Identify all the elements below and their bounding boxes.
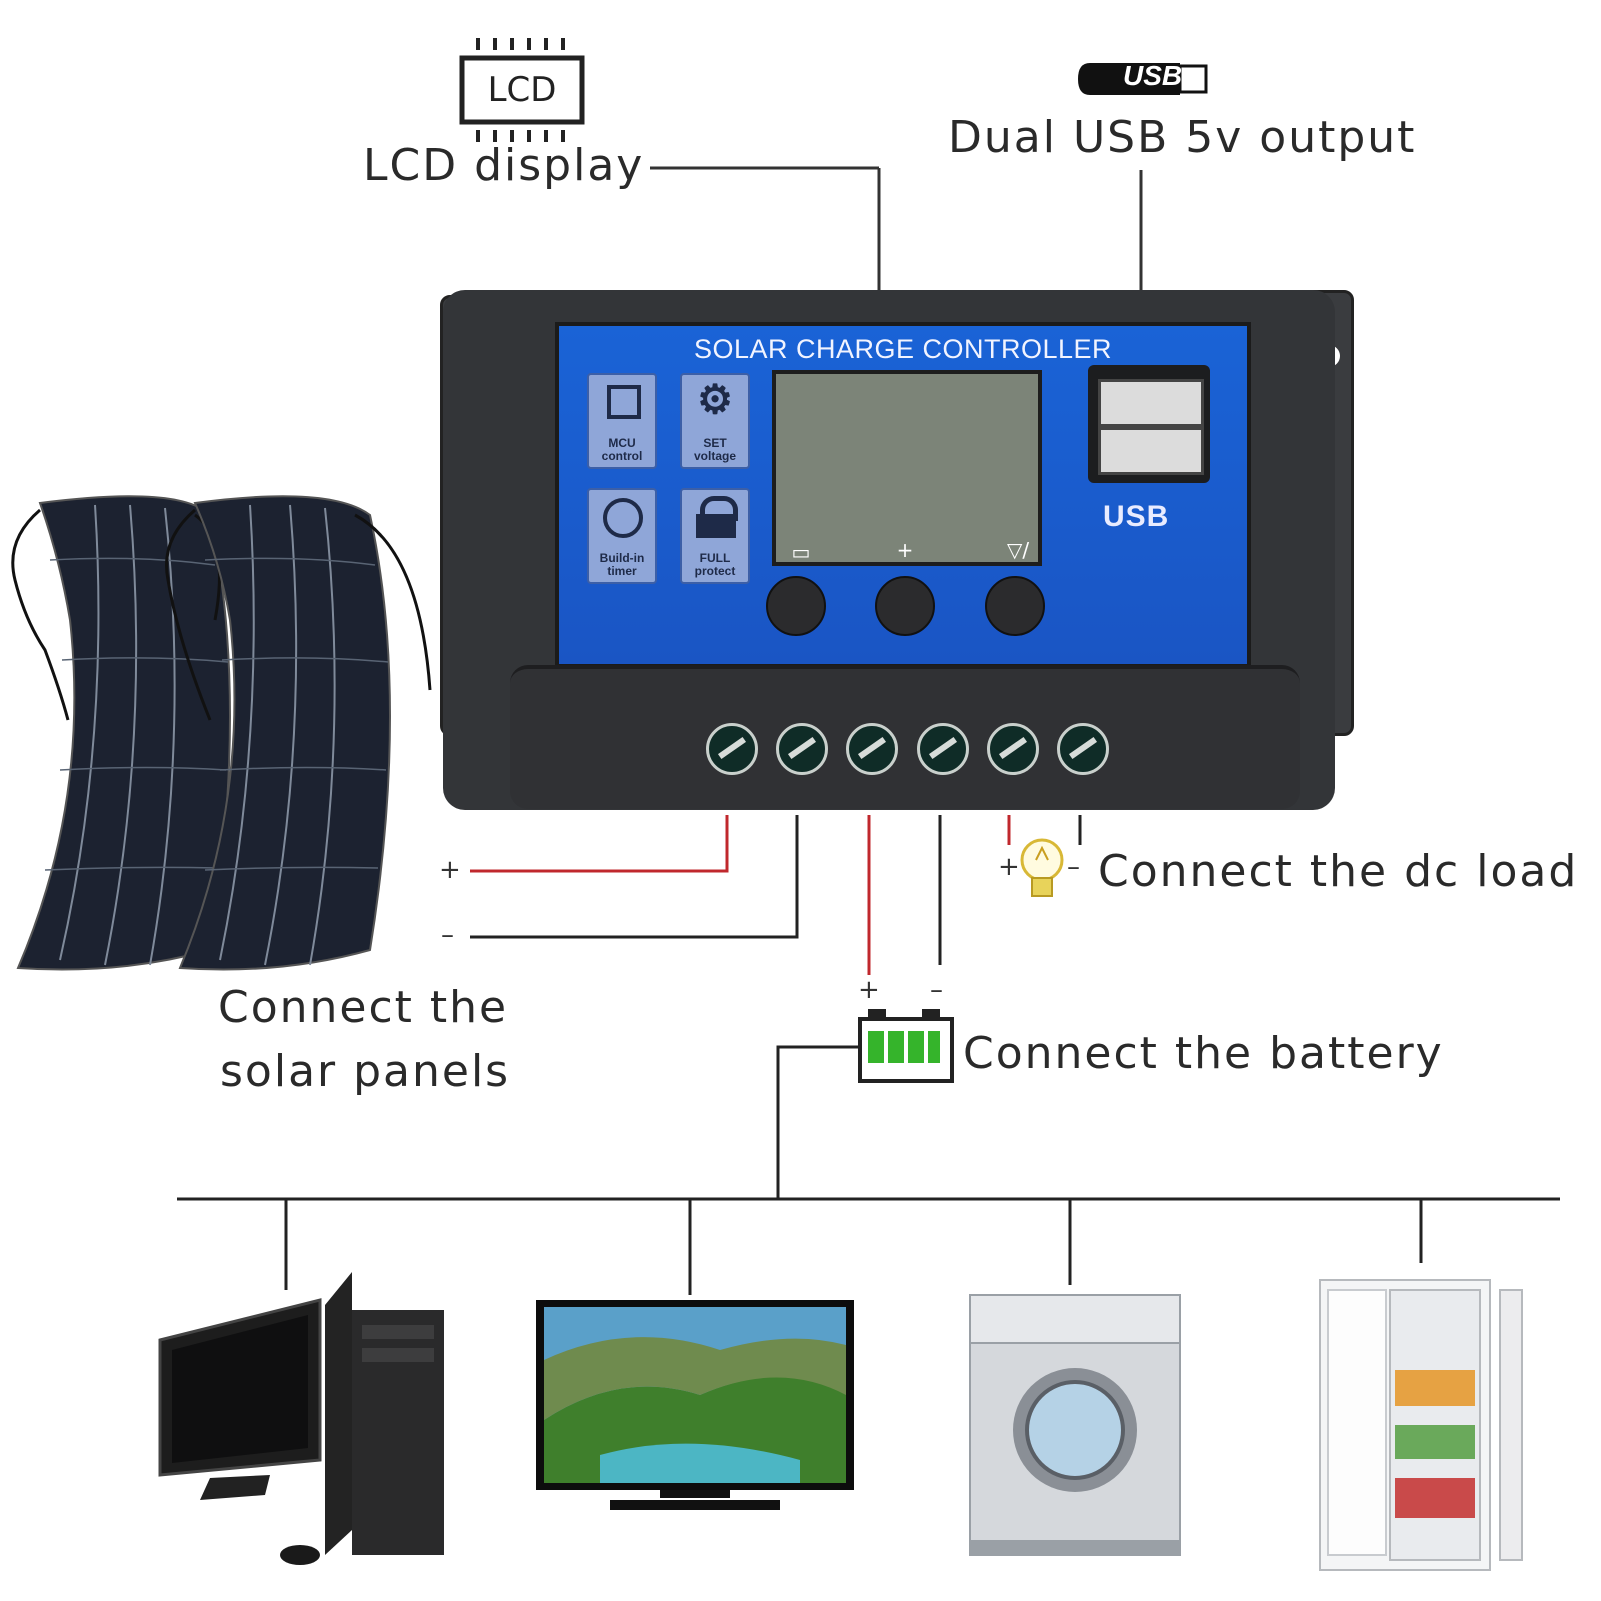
terminal-solar-negative[interactable] [776,723,828,775]
load-plus-sign: + [998,852,1020,882]
controller-title: SOLAR CHARGE CONTROLLER [559,334,1247,365]
solar-positive-wire [470,815,727,871]
battery-bus-feed [778,1047,858,1199]
usb-output-label: Dual USB 5v output [948,112,1416,163]
battery-terminal [868,1009,886,1017]
solar-label-line2: solar panels [220,1046,510,1097]
lock-body [696,514,736,538]
battery-cell [868,1031,884,1063]
down-arrow-icon: ▽/ [988,538,1048,562]
battery-icon [858,1017,954,1083]
lcd-display-label: LCD display [363,140,644,191]
usb-port[interactable] [1098,427,1204,475]
badge-label: SET [703,436,726,450]
solar-panel-icon [13,496,230,969]
down-button[interactable] [985,576,1045,636]
solar-minus-sign: – [441,920,454,950]
badge-label: protect [695,564,736,578]
washing-machine-icon [970,1295,1180,1555]
battery-minus-sign: – [930,975,943,1005]
up-button[interactable] [875,576,935,636]
terminal-strip [510,665,1300,809]
solar-label-line1: Connect the [218,982,508,1033]
mode-button[interactable] [766,576,826,636]
battery-terminal [922,1009,940,1017]
usb-icon-label: USB [1123,60,1182,92]
light-bulb-icon [1022,840,1062,896]
terminal-battery-positive[interactable] [846,723,898,775]
badge-label: MCU [608,436,635,450]
solar-plus-sign: + [439,855,461,885]
lcd-screen [772,370,1042,566]
terminal-battery-negative[interactable] [917,723,969,775]
solar-negative-wire [470,815,797,937]
tv-icon [536,1300,854,1510]
plus-icon: + [875,538,935,562]
lcd-icon-label: LCD [462,58,582,122]
battery-plus-sign: + [858,975,880,1005]
chip-icon [607,385,641,419]
usb-port[interactable] [1098,379,1204,427]
usb-port-block [1088,365,1210,483]
badge-label: timer [607,564,636,578]
battery-cell [908,1031,924,1063]
load-minus-sign: – [1067,852,1080,882]
badge-label: FULL [700,551,731,565]
computer-icon [160,1272,444,1565]
terminal-load-positive[interactable] [987,723,1039,775]
battery-label: Connect the battery [963,1028,1444,1079]
battery-cell [928,1031,940,1063]
mode-icon: ▭ [771,540,831,564]
terminal-load-negative[interactable] [1057,723,1109,775]
battery-cell [888,1031,904,1063]
badge-label: Build-in [600,551,645,565]
badge-label: control [602,449,643,463]
dc-load-label: Connect the dc load [1098,846,1578,897]
usb-logo: USB [1103,500,1169,534]
refrigerator-icon [1320,1280,1522,1570]
badge-label: voltage [694,449,736,463]
terminal-solar-positive[interactable] [706,723,758,775]
clock-icon [603,498,643,538]
gear-icon: ⚙ [682,377,748,423]
